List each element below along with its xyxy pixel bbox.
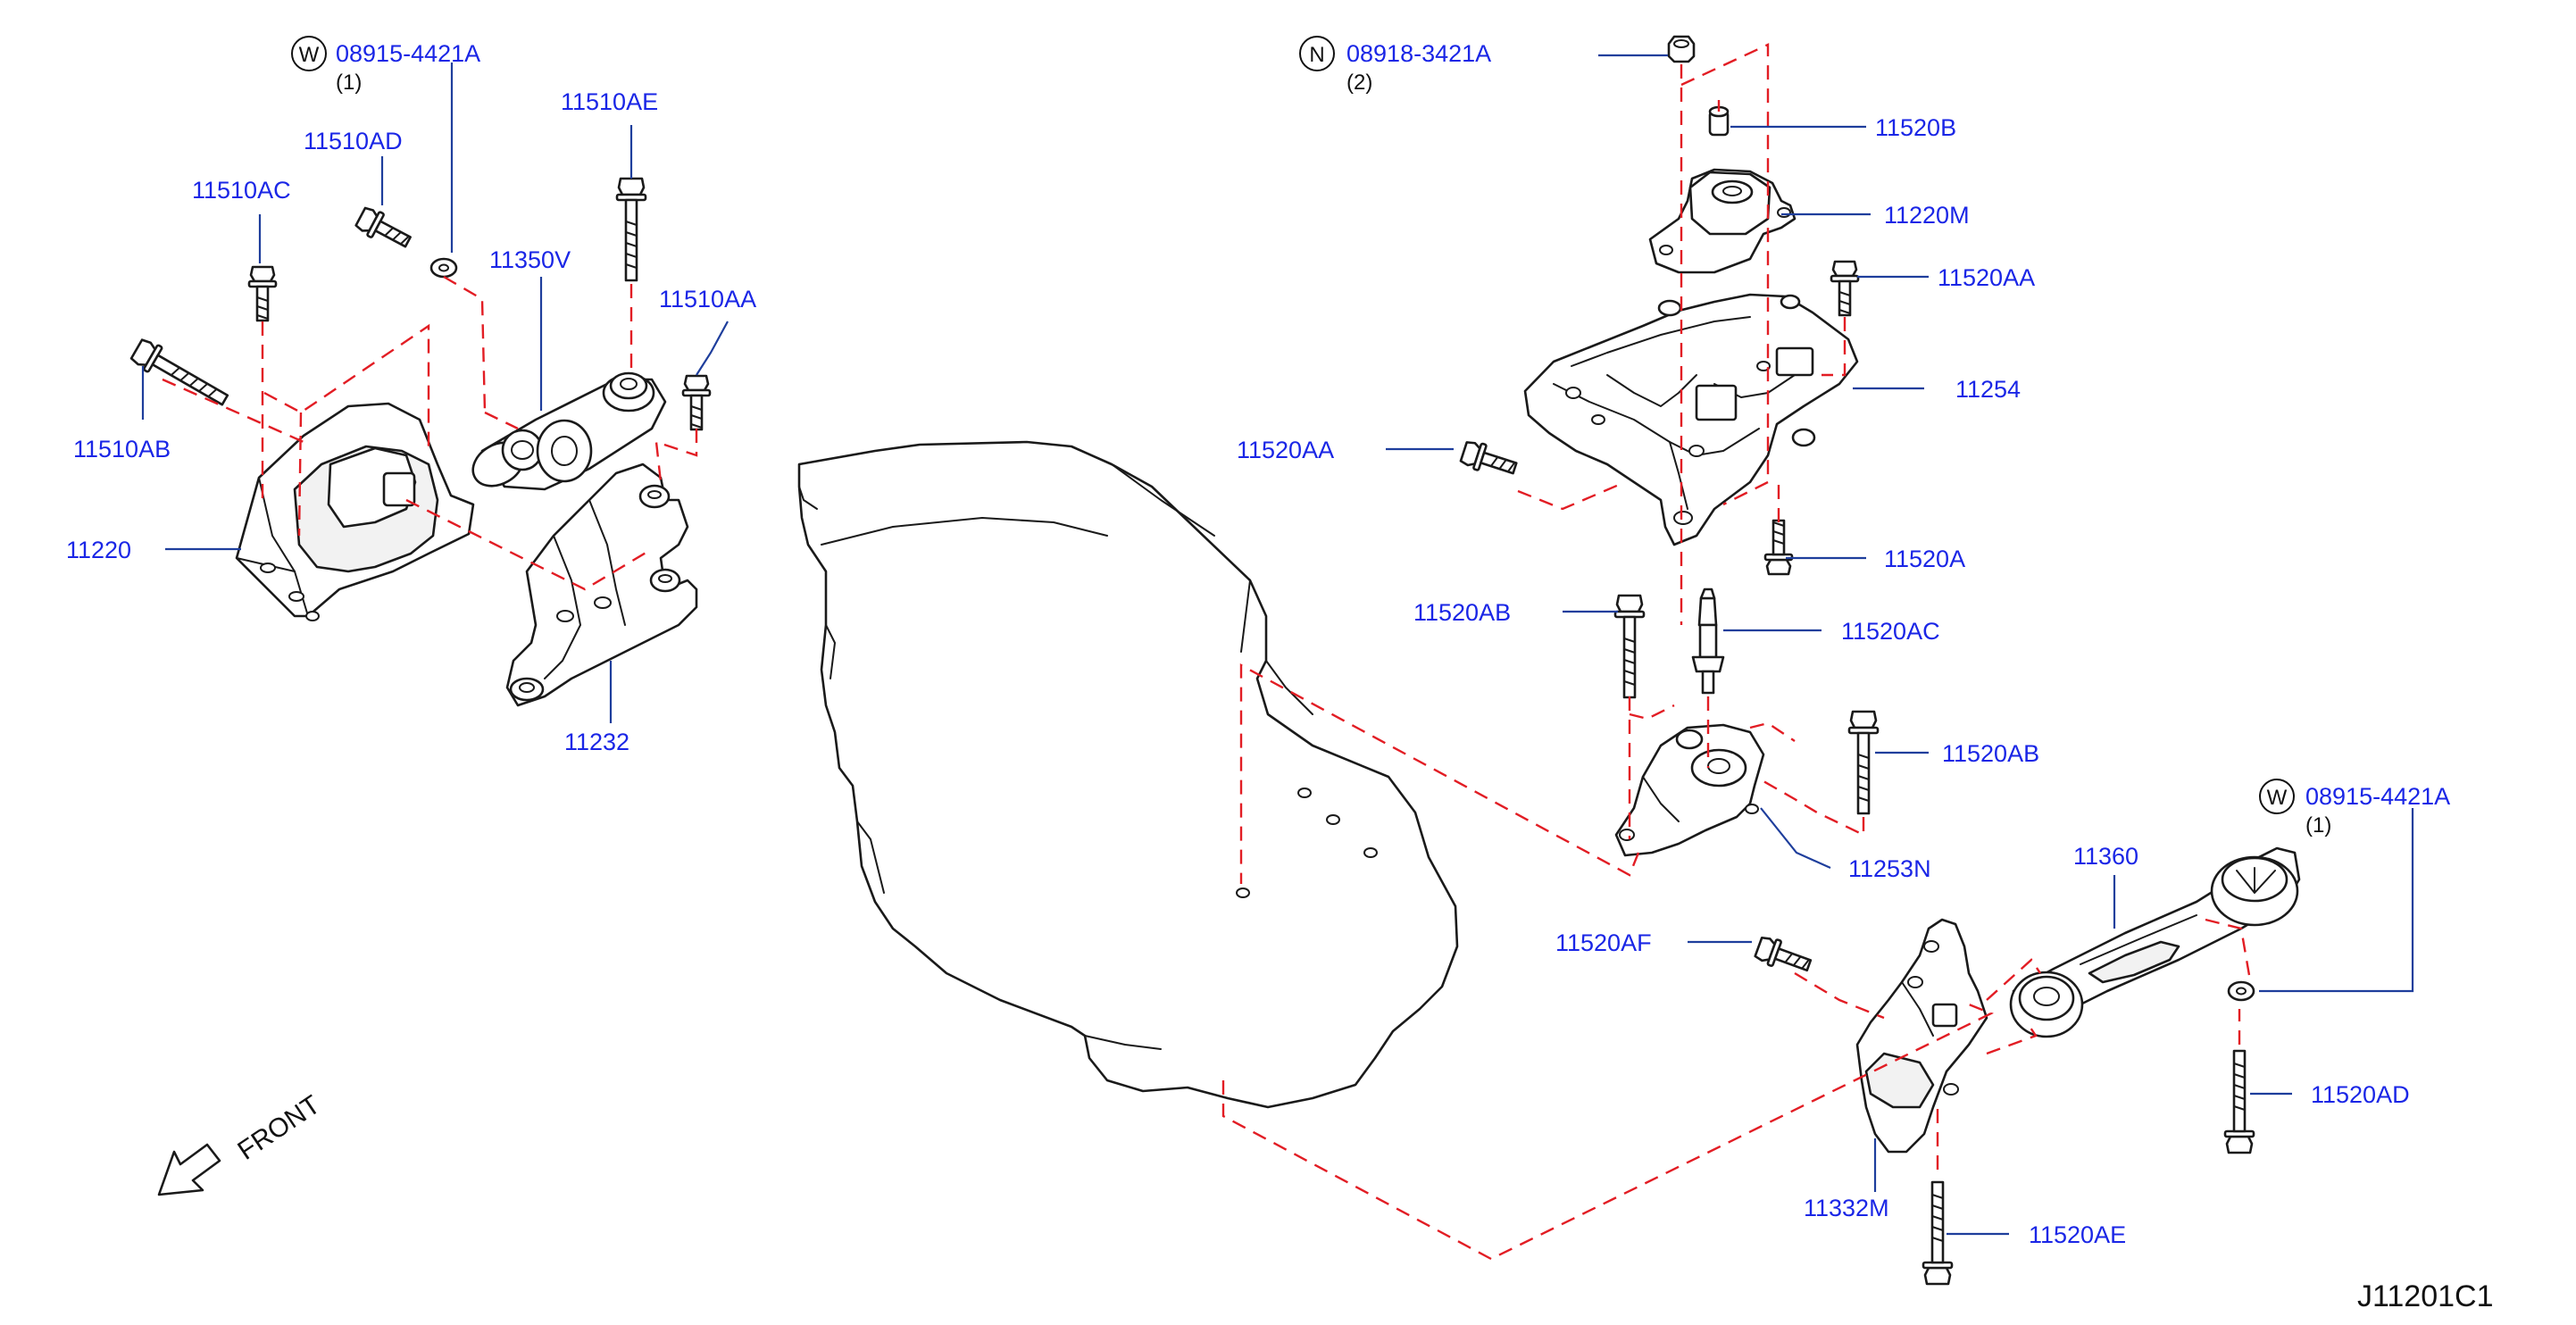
label-11510AD: 11510AD <box>304 128 403 154</box>
label-prefix-circle <box>2259 779 2295 814</box>
label-11520A: 11520A <box>1884 546 1965 572</box>
label-11520AA-upper: 11520AA <box>1938 264 2035 291</box>
label-11510AB: 11510AB <box>73 436 171 462</box>
stud-11520B <box>1708 105 1730 137</box>
engine-mount-11220 <box>235 402 475 621</box>
bolt-11520AD <box>2223 1049 2255 1154</box>
front-arrow-icon <box>157 1143 221 1196</box>
bracket-11253N <box>1614 723 1765 857</box>
label-08918-3421A: 08918-3421A <box>1346 40 1491 67</box>
label-11520B: 11520B <box>1875 114 1956 141</box>
label-11510AE: 11510AE <box>561 88 658 115</box>
washer-08915-4421A-left <box>429 257 458 279</box>
label-08915-4421A-left: 08915-4421A <box>336 40 480 67</box>
washer-08915-4421A-right <box>2227 980 2255 1002</box>
bolt-11520AA-upper <box>1830 260 1860 317</box>
label-11360: 11360 <box>2073 843 2138 870</box>
label-qty-08915-4421A-left: (1) <box>336 71 362 95</box>
bolt-11510AA <box>681 374 712 431</box>
bolt-11520AB-left <box>1613 594 1646 699</box>
bolt-11520AF <box>1752 933 1815 979</box>
label-11520AB-left: 11520AB <box>1413 599 1511 626</box>
label-11253N: 11253N <box>1848 855 1931 882</box>
label-11332M: 11332M <box>1804 1195 1889 1221</box>
label-11220M: 11220M <box>1884 202 1970 229</box>
label-11520AF: 11520AF <box>1555 929 1652 956</box>
torque-rod-11360 <box>2009 846 2301 1038</box>
bolt-11510AB <box>128 335 234 414</box>
engine-mount-11220M <box>1648 168 1797 274</box>
stud-11520AC <box>1691 588 1725 695</box>
label-prefix-circle <box>291 36 327 71</box>
label-11520AD: 11520AD <box>2311 1081 2410 1108</box>
nut-08918-3421A <box>1667 35 1696 63</box>
label-11520AE: 11520AE <box>2029 1221 2126 1248</box>
bracket-11254 <box>1523 293 1859 546</box>
bracket-11232 <box>505 462 698 707</box>
label-prefix-w-right: W <box>2267 786 2288 810</box>
bolt-11510AD <box>353 204 416 255</box>
label-prefix-w-left: W <box>299 43 320 67</box>
label-11350V: 11350V <box>489 246 571 273</box>
bolt-11520AB-right <box>1847 710 1880 815</box>
label-11520AA-left: 11520AA <box>1237 437 1334 463</box>
label-prefix-circle <box>1299 36 1335 71</box>
label-11220: 11220 <box>66 537 131 563</box>
label-11520AB-right: 11520AB <box>1942 740 2039 767</box>
label-11254: 11254 <box>1955 376 2021 403</box>
bracket-11332M <box>1855 918 1988 1154</box>
bolt-11520AA-left <box>1458 438 1521 482</box>
assembly-dashed-lines <box>162 43 2252 1261</box>
label-11510AA: 11510AA <box>659 286 756 312</box>
label-11232: 11232 <box>564 729 629 755</box>
bolt-11510AE <box>615 177 647 282</box>
part-labels: W 08915-4421A (1) 11510AD 11510AC 11510A… <box>66 36 2450 1248</box>
bolt-11510AC <box>247 265 278 322</box>
diagram-code: J11201C1 <box>2357 1279 2494 1313</box>
front-direction-indicator: FRONT <box>157 1090 326 1196</box>
label-prefix-n: N <box>1309 43 1324 67</box>
label-11510AC: 11510AC <box>192 177 291 204</box>
torque-rod-11350V <box>471 371 667 491</box>
leader-lines <box>141 54 2414 1236</box>
label-11520AC: 11520AC <box>1841 618 1940 645</box>
engine-block-outline <box>797 440 1459 1109</box>
label-08915-4421A-right: 08915-4421A <box>2305 783 2450 810</box>
label-qty-08915-4421A-right: (1) <box>2305 813 2331 838</box>
bolt-11520A <box>1763 519 1794 576</box>
label-qty-08918-3421A: (2) <box>1346 71 1372 95</box>
front-label: FRONT <box>232 1090 325 1166</box>
